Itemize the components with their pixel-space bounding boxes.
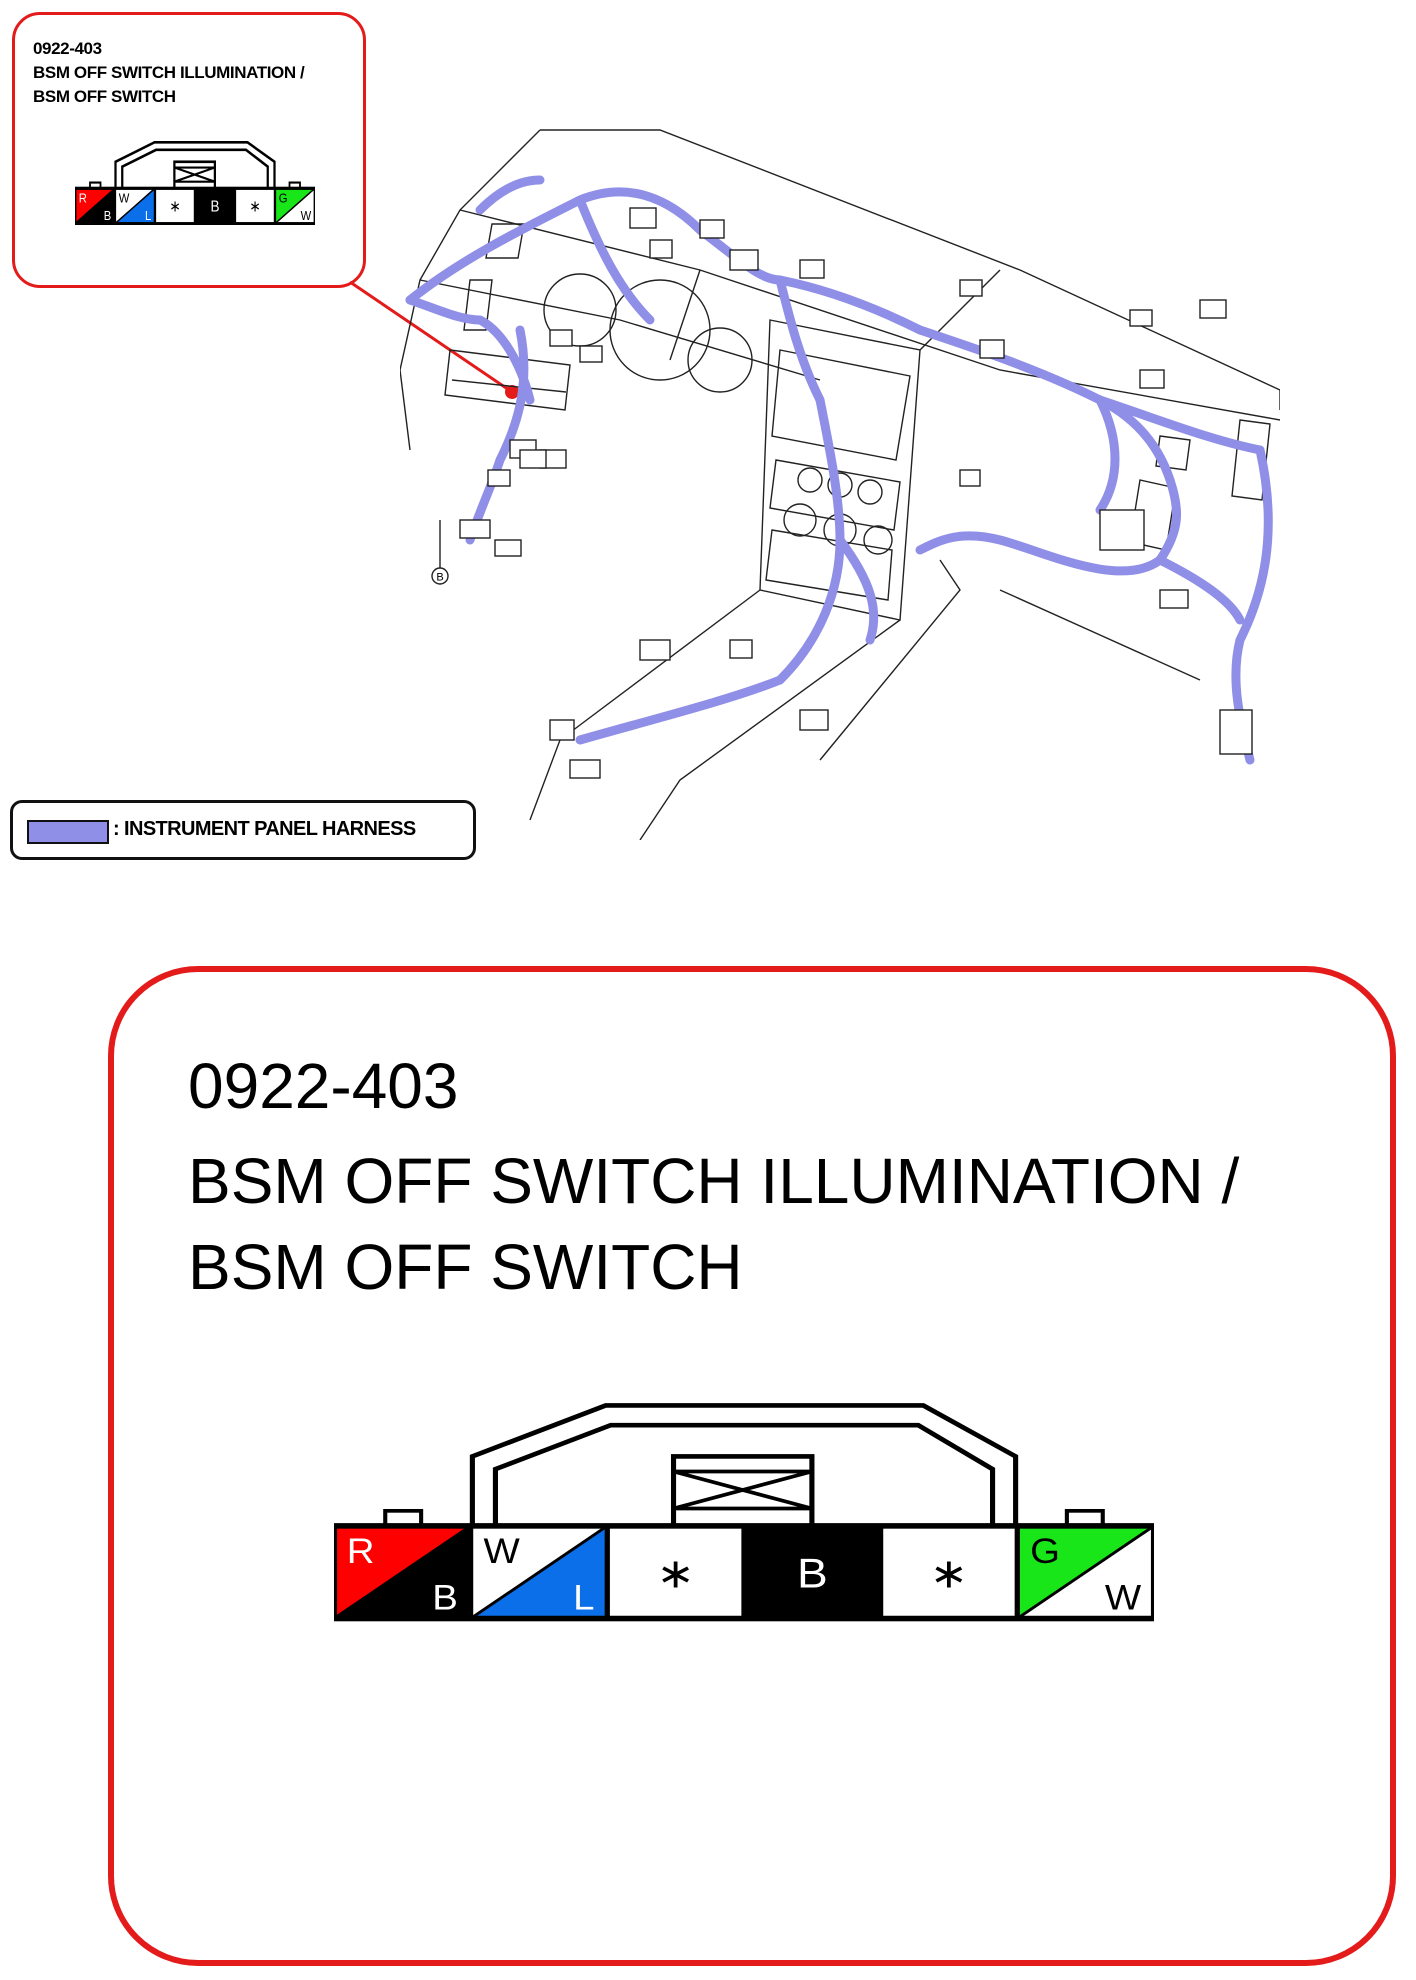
inset-terminal-1-stripe-label: B: [104, 208, 112, 223]
big-terminal-1-primary-color: [334, 1525, 471, 1619]
inset-callout: 0922-403 BSM OFF SWITCH ILLUMINATION / B…: [12, 12, 366, 288]
big-terminal-6-primary-label: G: [1030, 1532, 1060, 1571]
connector-code: 0922-403: [188, 1050, 459, 1122]
connector-hood-inner: [121, 148, 269, 189]
inset-terminal-5: [233, 186, 277, 225]
connector-title-line-1: BSM OFF SWITCH ILLUMINATION /: [188, 1145, 1240, 1217]
inset-title-line-1: BSM OFF SWITCH ILLUMINATION /: [33, 63, 305, 82]
big-terminal-6-primary-color: [1017, 1525, 1154, 1619]
big-terminal-5-label: ∗: [930, 1550, 969, 1596]
ground-marker-label: B: [436, 572, 443, 584]
connector-hood: [469, 1403, 1019, 1526]
inset-terminal-4: [193, 186, 237, 225]
connector-callout: 0922-403 BSM OFF SWITCH ILLUMINATION / B…: [108, 966, 1396, 1966]
big-terminal-2-primary-label: W: [483, 1532, 520, 1571]
big-terminal-3: [604, 1523, 747, 1621]
inset-terminal-2-divider: [114, 187, 156, 225]
inset-terminal-1-divider: [75, 187, 116, 225]
connector-title-line-2: BSM OFF SWITCH: [188, 1231, 743, 1303]
inset-terminal-4-label: B: [210, 199, 219, 216]
connector-hood-inner: [492, 1422, 996, 1526]
big-terminal-2-primary-color: [470, 1525, 608, 1619]
inset-terminal-6-divider: [274, 187, 315, 225]
legend: : INSTRUMENT PANEL HARNESS: [10, 800, 476, 860]
inset-connector-code: 0922-403: [33, 39, 102, 58]
inset-terminal-2-primary-label: W: [119, 191, 130, 206]
inset-title-line-2: BSM OFF SWITCH: [33, 87, 176, 106]
legend-label: : INSTRUMENT PANEL HARNESS: [113, 818, 416, 840]
inset-terminal-6-stripe-label: W: [301, 208, 312, 223]
big-terminal-1-primary-label: R: [347, 1532, 375, 1571]
big-terminal-4-label: B: [797, 1550, 828, 1596]
connector-hood: [114, 141, 276, 189]
big-terminal-6-stripe-label: W: [1105, 1578, 1142, 1617]
big-terminal-2-divider: [469, 1524, 609, 1620]
harness-color-swatch: [27, 820, 109, 844]
inset-terminal-6-primary-label: G: [279, 191, 288, 206]
inset-terminal-1-primary-label: R: [79, 191, 87, 206]
inset-terminal-2-stripe-label: L: [145, 208, 151, 223]
big-terminal-2-stripe-label: L: [573, 1578, 594, 1617]
inset-label: 0922-403 BSM OFF SWITCH ILLUMINATION / B…: [33, 37, 305, 109]
inset-terminal-3-label: ∗: [169, 199, 180, 216]
ground-marker-circle: [431, 567, 449, 585]
inset-connector-outline: [75, 186, 315, 225]
big-terminal-1-divider: [334, 1524, 472, 1620]
big-terminal-3-label: ∗: [656, 1550, 695, 1596]
instrument-panel-drawing: B: [400, 129, 1280, 840]
lock-cross: [672, 1469, 813, 1511]
big-terminal-1-stripe-label: B: [432, 1578, 458, 1617]
connector-title: BSM OFF SWITCH ILLUMINATION / BSM OFF SW…: [188, 1138, 1239, 1310]
lock-cross: [174, 166, 216, 183]
inset-terminal-5-label: ∗: [249, 199, 260, 216]
big-connector-outline: [334, 1523, 1154, 1622]
big-terminal-6-divider: [1016, 1524, 1154, 1620]
